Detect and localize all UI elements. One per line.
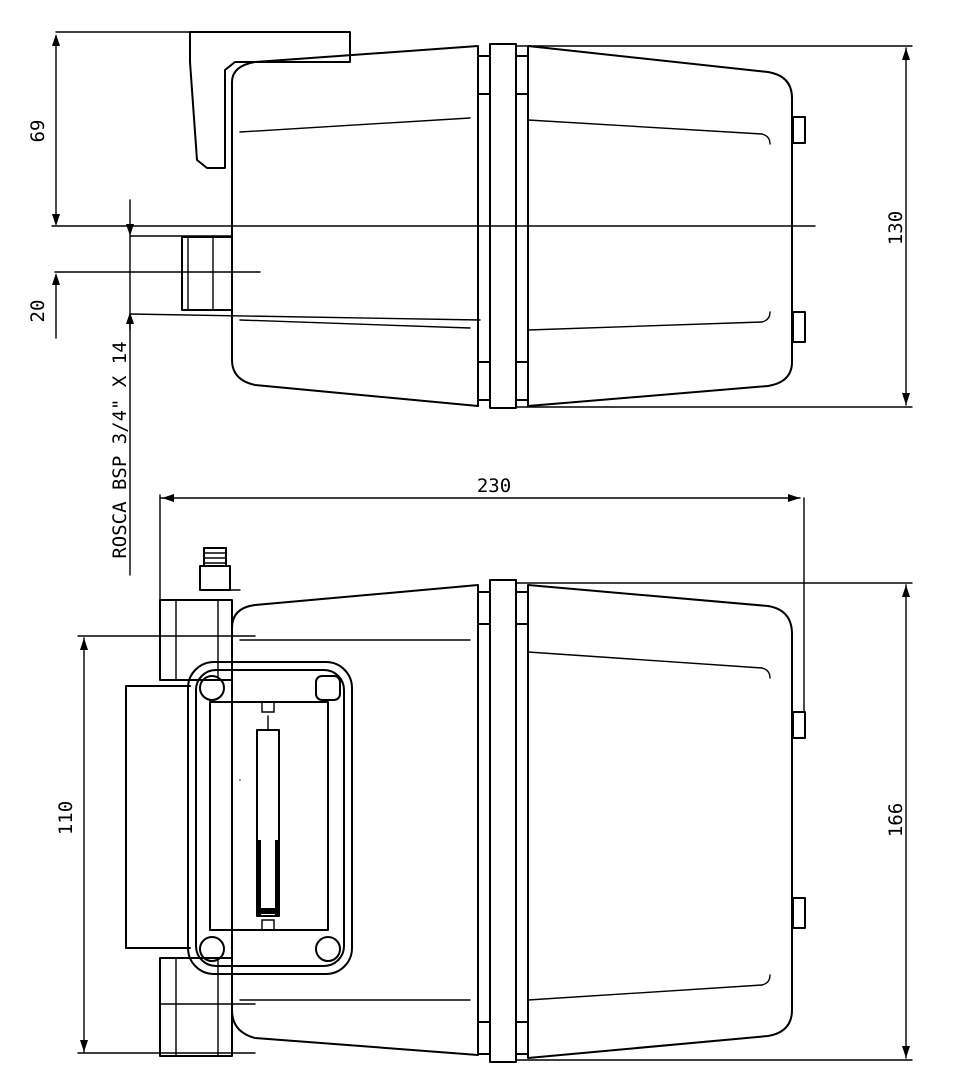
dimension-230-label: 230 (477, 475, 511, 497)
top-view: 69 20 130 (27, 31, 913, 409)
dimension-20-label: 20 (27, 300, 49, 323)
dimension-130-label: 130 (885, 211, 907, 245)
dimension-110-label: 110 (55, 801, 77, 835)
bottom-view: 230 (55, 475, 913, 1063)
dimension-166-label: 166 (885, 803, 907, 837)
dimension-69-label: 69 (27, 120, 49, 143)
thread-note-label: ROSCA BSP 3/4" X 14 (109, 341, 131, 558)
